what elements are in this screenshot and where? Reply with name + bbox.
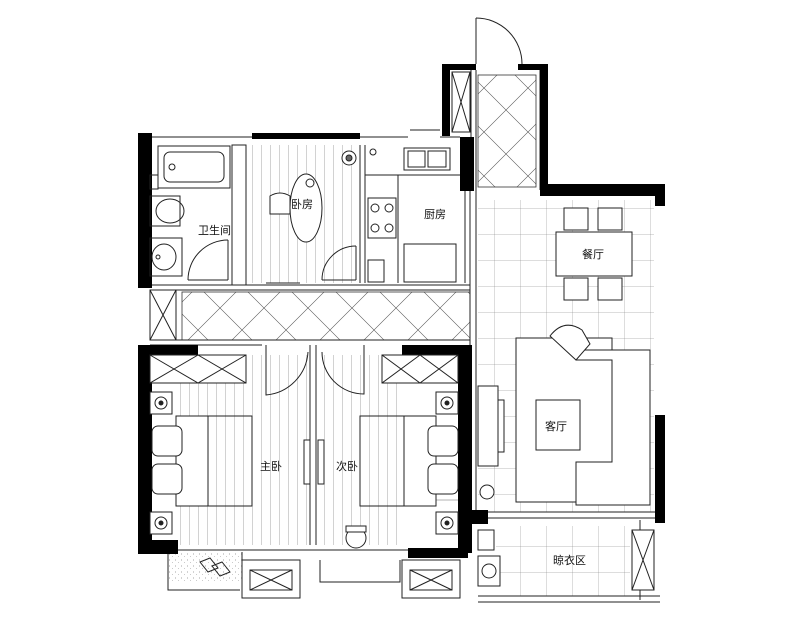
living-furniture [477,324,651,506]
washbasin [149,237,183,277]
bathroom-label: 卫生间 [198,223,231,237]
study-furniture [266,150,357,284]
laundry-fixtures [477,529,655,591]
wardrobe-2 [381,354,459,384]
stove [367,197,397,239]
laundry-floor [496,526,630,596]
windows [149,129,453,591]
kitchen-label: 厨房 [424,208,446,221]
second-bedroom-label: 次卧 [336,459,358,473]
corridor-floor [181,291,471,341]
tv-cabinet [477,385,499,467]
structural-walls [138,64,665,558]
master-bedroom-furniture [149,345,311,535]
dining-table [555,231,633,277]
pillow-bottom [151,463,183,495]
pillow-top [151,425,183,457]
coffee-table [535,399,581,451]
pillow-2-bottom [427,463,459,495]
study-label: 卧房 [291,198,313,211]
wardrobe [149,354,247,384]
bathroom-fixtures [149,145,231,281]
living-plant [479,484,495,500]
dining-label: 餐厅 [582,247,604,261]
master-bedroom-label: 主卧 [260,460,282,473]
balcony-door[interactable] [451,17,523,133]
kitchen-fixtures [365,147,460,283]
toilet [149,195,181,227]
living-label: 客厅 [545,419,567,433]
balcony-floor [477,74,537,188]
sink [403,147,451,171]
pillow-2-top [427,425,459,457]
second-bedroom-furniture [317,345,459,549]
armchair [549,324,591,361]
bathtub [157,145,231,189]
sofa [575,349,651,506]
laundry-label: 晾衣区 [553,553,586,567]
dining-furniture [555,207,633,301]
terrace-floor [168,552,242,582]
